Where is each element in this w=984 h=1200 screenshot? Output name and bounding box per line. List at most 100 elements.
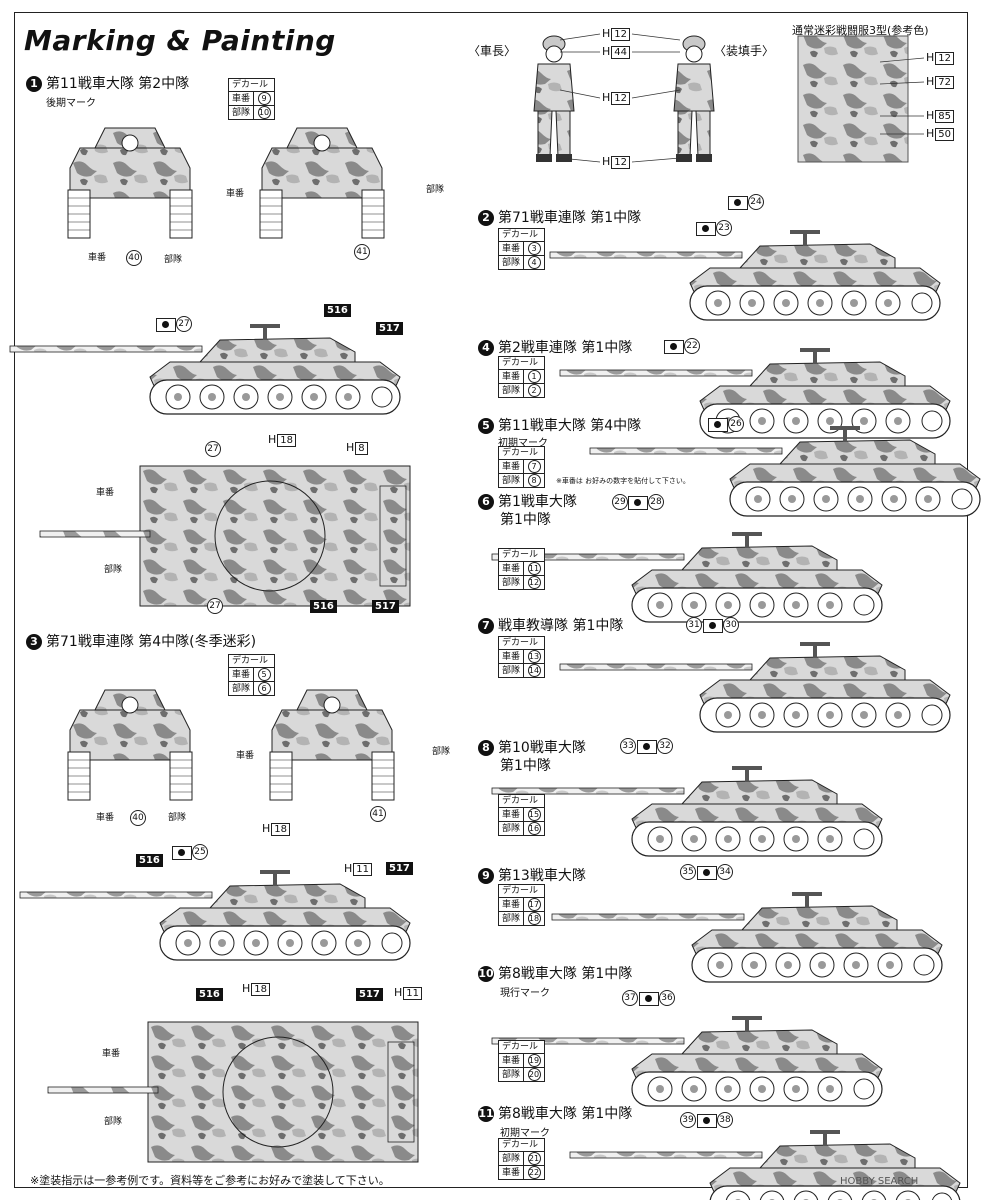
section-8-heading-line2: 第1中隊 — [500, 758, 551, 774]
section-5-sub: 初期マーク — [498, 438, 548, 449]
s3-rear-unit: 部隊 — [432, 747, 451, 757]
s4-mark: 22 — [684, 338, 700, 354]
s8-flag — [637, 740, 657, 754]
s1-top-vehicle-no: 車番 — [96, 488, 115, 498]
winter-tank-top — [47, 1021, 419, 1163]
s1-rear-mark: 41 — [354, 244, 370, 260]
s3-top-vehicle-no: 車番 — [102, 1049, 121, 1059]
s2-mark-b: 23 — [716, 220, 732, 236]
s8-mark-b: 32 — [657, 738, 673, 754]
s9-flag — [697, 866, 717, 880]
s1-block-2: 517 — [376, 322, 403, 335]
s3-front-mark: 40 — [130, 810, 146, 826]
section-11-sub: 初期マーク — [500, 1128, 550, 1139]
page-frame — [14, 12, 968, 1188]
winter-tank-rear — [269, 689, 395, 801]
s7-mark-b: 30 — [723, 617, 739, 633]
s1-rear-vehicle-no: 車番 — [226, 189, 245, 199]
winter-tank-side — [19, 869, 411, 961]
s9-mark-b: 34 — [717, 864, 733, 880]
s5-flag — [708, 418, 728, 432]
s1-top-block-2: 517 — [372, 600, 399, 613]
s10-mark-a: 37 — [622, 990, 638, 1006]
tank-s10 — [491, 1015, 883, 1107]
tank-front-view — [67, 127, 193, 239]
s11-mark-b: 38 — [717, 1112, 733, 1128]
s2-flag-a — [728, 196, 748, 210]
tank-s6 — [491, 531, 883, 623]
s1-side-mark: 27 — [176, 316, 192, 332]
s11-mark-a: 39 — [680, 1112, 696, 1128]
s3-front-unit: 部隊 — [168, 813, 187, 823]
s1-front-vehicle-no: 車番 — [88, 253, 107, 263]
s3-side-mark: 25 — [192, 844, 208, 860]
s8-mark-a: 33 — [620, 738, 636, 754]
s1-front-mark: 40 — [126, 250, 142, 266]
tank-rear-view — [259, 127, 385, 239]
s3-top-block-1: 516 — [196, 988, 223, 1001]
s1-flag — [156, 318, 176, 332]
s1-rear-unit: 部隊 — [426, 185, 445, 195]
tank-s2 — [549, 229, 941, 321]
tank-side-view — [9, 323, 401, 415]
s2-flag-b — [696, 222, 716, 236]
tank-s7 — [559, 641, 951, 733]
s1-top-mark-a: 27 — [205, 441, 221, 457]
tank-s8 — [491, 765, 883, 857]
camo-title: 通常迷彩戦闘服3型(参考色) — [792, 24, 929, 37]
s1-block-1: 516 — [324, 304, 351, 317]
s3-rear-vehicle-no: 車番 — [236, 751, 255, 761]
s2-mark-a: 24 — [748, 194, 764, 210]
s10-flag — [639, 992, 659, 1006]
s11-flag — [697, 1114, 717, 1128]
page-title: Marking & Painting — [24, 24, 336, 57]
s6-mark-b: 28 — [648, 494, 664, 510]
winter-tank-front — [67, 689, 193, 801]
s1-front-unit: 部隊 — [164, 255, 183, 265]
s4-flag — [664, 340, 684, 354]
s9-mark-a: 35 — [680, 864, 696, 880]
s1-top-mark-b: 27 — [207, 598, 223, 614]
small-note: ※車番は お好みの数字を貼付して下さい。 — [556, 477, 690, 485]
s3-flag — [172, 846, 192, 860]
loader-label: 〈装填手〉 — [714, 44, 775, 58]
s1-top-block-1: 516 — [310, 600, 337, 613]
section-1-sub: 後期マーク — [46, 98, 96, 109]
loader-figure — [673, 35, 715, 163]
s10-mark-b: 36 — [659, 990, 675, 1006]
